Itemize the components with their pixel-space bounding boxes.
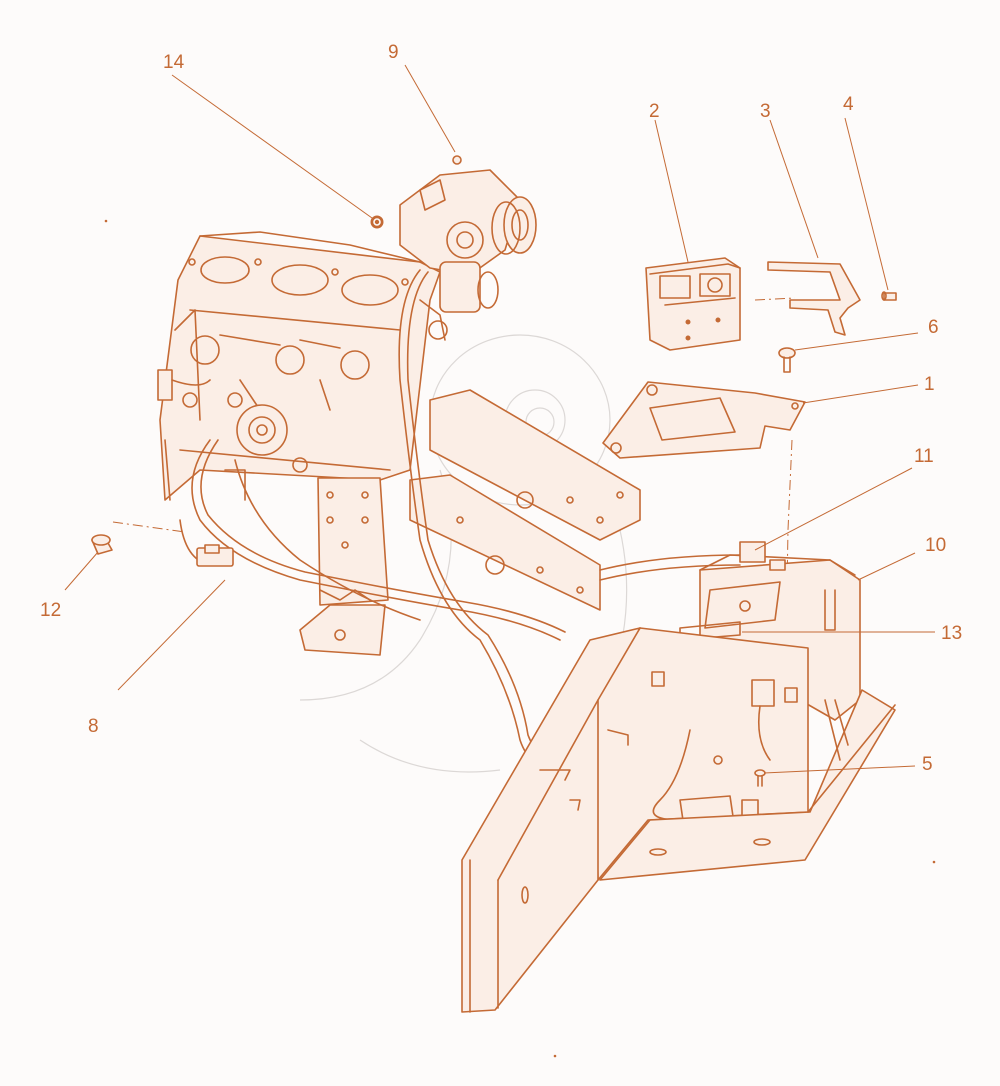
speck [932,860,936,864]
label-1: 1 [924,374,935,395]
mounting-bracket [767,261,861,336]
label-2: 2 [649,101,660,122]
alternator-assembly [370,155,537,341]
base-plate [599,689,896,881]
label-9: 9 [388,42,399,63]
plug-center-line [112,521,186,533]
label-12: 12 [40,600,61,621]
mounting-plate [602,381,806,459]
small-bolt-item-4 [881,291,897,301]
wiring-cables [179,269,741,771]
label-13: 13 [941,623,962,644]
speck [104,219,108,223]
bracket-center-line [754,297,796,301]
control-module [645,257,741,351]
engine-block [157,231,441,501]
leader-lines [64,64,935,774]
label-6: 6 [928,317,939,338]
screw-item-6 [778,347,796,373]
plug-item-12 [91,534,113,555]
label-5: 5 [922,754,933,775]
label-14: 14 [163,52,185,73]
channel-rail [461,627,641,1013]
label-8: 8 [88,716,99,737]
label-3: 3 [760,101,771,122]
speck [553,1054,557,1058]
label-11: 11 [914,446,934,467]
part-labels: 14 9 2 3 4 6 1 11 10 13 5 12 8 [40,42,962,775]
engine-mount-frame [299,389,641,656]
label-10: 10 [925,535,946,556]
label-4: 4 [843,94,854,115]
